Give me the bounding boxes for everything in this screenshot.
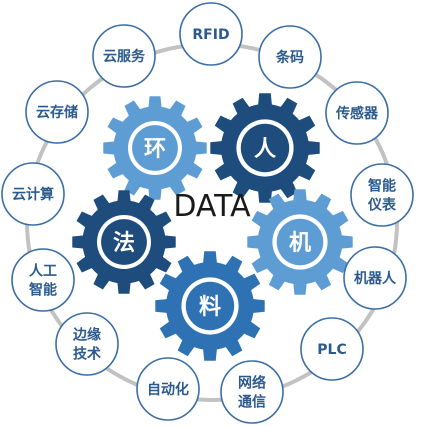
node-yunjisuan-circle	[1, 162, 65, 226]
gear-ren: 人	[210, 93, 320, 203]
node-zidonghua: 自动化	[136, 357, 200, 421]
node-zhinengyibiao-circle	[350, 163, 414, 227]
gear-huan-core	[132, 125, 178, 171]
node-plc: PLC	[300, 317, 364, 381]
gear-liao: 料	[155, 251, 265, 361]
gear-liao-core	[185, 281, 235, 331]
node-rfid-circle	[179, 2, 243, 66]
node-plc-label: PLC	[317, 342, 346, 358]
node-zidonghua-label: 自动化	[147, 381, 189, 398]
node-yunfuwu: 云服务	[92, 24, 156, 88]
node-tiaoma-label: 条码	[275, 49, 304, 66]
gear-ji-core	[276, 218, 324, 266]
node-wangluotongxin-label: 网络	[238, 375, 266, 392]
node-plc-circle	[300, 317, 364, 381]
node-wangluotongxin-label: 通信	[238, 394, 266, 411]
node-rengongzhineng-label: 人工	[29, 263, 57, 280]
node-yunjisuan-label: 云计算	[12, 186, 54, 203]
node-yuncunchu: 云存储	[25, 80, 89, 144]
gear-fa: 法	[72, 190, 176, 294]
node-yuncunchu-circle	[25, 80, 89, 144]
node-jiqiren: 机器人	[343, 246, 407, 310]
gear-huan: 环	[103, 96, 207, 200]
node-jiqiren-circle	[343, 246, 407, 310]
node-yunjisuan: 云计算	[1, 162, 65, 226]
node-bianyuanjishu-circle	[55, 312, 119, 376]
node-zhinengyibiao-label: 仪表	[367, 197, 397, 214]
gear-ren-label: 人	[254, 137, 276, 162]
node-bianyuanjishu-label: 边缘	[72, 327, 101, 344]
node-rfid: RFID	[179, 2, 243, 66]
gears-group: 环 人法 机料	[72, 93, 353, 361]
node-chuanganqi: 传感器	[325, 81, 389, 145]
node-yunfuwu-circle	[92, 24, 156, 88]
node-chuanganqi-circle	[325, 81, 389, 145]
gear-ji: 机	[247, 189, 353, 295]
node-rengongzhineng-label: 智能	[28, 282, 57, 299]
node-jiqiren-label: 机器人	[354, 270, 397, 287]
node-bianyuanjishu-label: 技术	[73, 346, 101, 363]
node-rengongzhineng-circle	[11, 248, 75, 312]
node-rfid-label: RFID	[192, 27, 229, 43]
node-chuanganqi-label: 传感器	[335, 105, 379, 122]
gear-ji-label: 机	[289, 231, 311, 256]
gear-ren-core	[240, 123, 290, 173]
node-wangluotongxin-circle	[220, 360, 284, 424]
nodes-group: RFID条码传感器智能仪表机器人PLC网络通信自动化边缘技术人工智能云计算云存储…	[1, 2, 414, 424]
node-yuncunchu-label: 云存储	[36, 104, 78, 121]
node-zhinengyibiao-label: 智能	[367, 178, 396, 195]
gear-fa-label: 法	[113, 231, 135, 256]
gear-huan-label: 环	[144, 137, 166, 162]
gear-fa-core	[101, 219, 147, 265]
node-yunfuwu-label: 云服务	[103, 48, 146, 65]
node-zidonghua-circle	[136, 357, 200, 421]
node-tiaoma-circle	[258, 25, 322, 89]
node-tiaoma: 条码	[258, 25, 322, 89]
center-label: DATA	[173, 189, 251, 224]
gear-liao-label: 料	[199, 295, 221, 320]
